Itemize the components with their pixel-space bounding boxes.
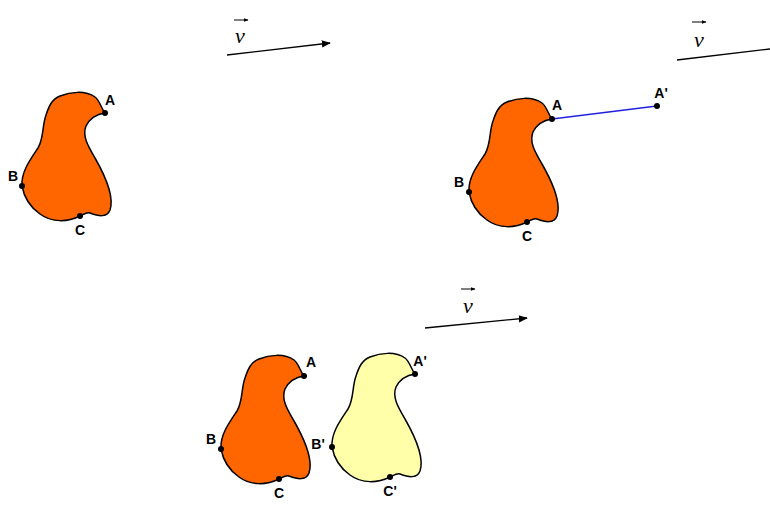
point-label: A' [654,86,667,100]
original-shape [22,92,111,220]
point-label: B' [311,437,324,451]
points [19,110,108,219]
point-label: C [522,229,532,243]
point-label: C' [383,484,396,498]
point-label: A' [413,354,426,368]
original-shape [221,355,310,483]
points [218,371,418,482]
point-label: A [105,93,115,107]
point-label: C [274,486,284,500]
points [466,103,660,225]
point-label: A [552,98,562,112]
vector-mark [461,289,475,290]
vector-label: ν [694,29,704,51]
vector-arrow [677,49,770,60]
vector-mark [692,22,706,23]
point-label: A [306,355,316,369]
point-label: C [75,223,85,237]
point-label: B [454,175,464,189]
point-label: B [206,432,216,446]
translated-shape [332,353,421,481]
vector-arrow [425,318,527,328]
original-shape [469,98,558,226]
vector-label: ν [463,295,473,317]
translation-segment [552,106,657,119]
point-label: B [8,169,18,183]
vector-label: ν [235,25,245,47]
vector-mark [234,20,248,21]
